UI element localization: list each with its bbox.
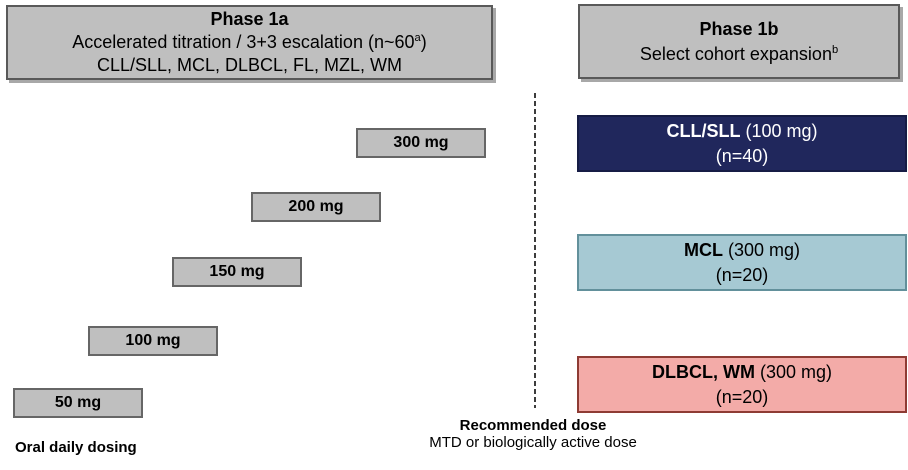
dose-step-200mg: 200 mg [251,192,381,222]
phase1b-subtitle: Select cohort expansionb [639,43,839,64]
footnote-b-superscript: b [831,43,839,56]
dose-step-label: 100 mg [125,332,181,349]
cohort-label: DLBCL, WM (300 mg) [651,361,832,382]
dose-step-label: 150 mg [209,263,265,280]
cohort-n: (n=40) [715,145,769,166]
dose-step-label: 300 mg [393,134,449,151]
cohort-box-cll-sll: CLL/SLL (100 mg) (n=40) [577,115,907,172]
footnote-a-superscript: a [414,32,421,44]
phase1a-title: Phase 1a [210,9,289,29]
dose-step-300mg: 300 mg [356,128,486,158]
cohort-label: CLL/SLL (100 mg) [666,120,818,141]
phase1b-header-box: Phase 1b Select cohort expansionb [578,4,900,79]
recommended-dose-subtitle: MTD or biologically active dose [429,434,637,451]
dose-step-150mg: 150 mg [172,257,302,287]
phase-divider-dashed-line [534,93,536,408]
cohort-label: MCL (300 mg) [683,239,801,260]
recommended-dose-title: Recommended dose [459,417,607,434]
phase1a-subtitle: Accelerated titration / 3+3 escalation (… [72,32,427,52]
cohort-box-dlbcl-wm: DLBCL, WM (300 mg) (n=20) [577,356,907,413]
cohort-n: (n=20) [715,386,769,407]
dose-step-label: 200 mg [288,198,344,215]
recommended-dose-caption: Recommended dose MTD or biologically act… [383,417,683,451]
cohort-n: (n=20) [715,264,769,285]
phase1a-header-box: Phase 1a Accelerated titration / 3+3 esc… [6,5,493,80]
cohort-box-mcl: MCL (300 mg) (n=20) [577,234,907,291]
phase1a-diseases: CLL/SLL, MCL, DLBCL, FL, MZL, WM [96,55,403,75]
phase1b-title: Phase 1b [699,18,779,39]
dose-step-label: 50 mg [54,394,102,411]
dose-step-100mg: 100 mg [88,326,218,356]
oral-daily-dosing-caption: Oral daily dosing [15,439,137,456]
dose-step-50mg: 50 mg [13,388,143,418]
